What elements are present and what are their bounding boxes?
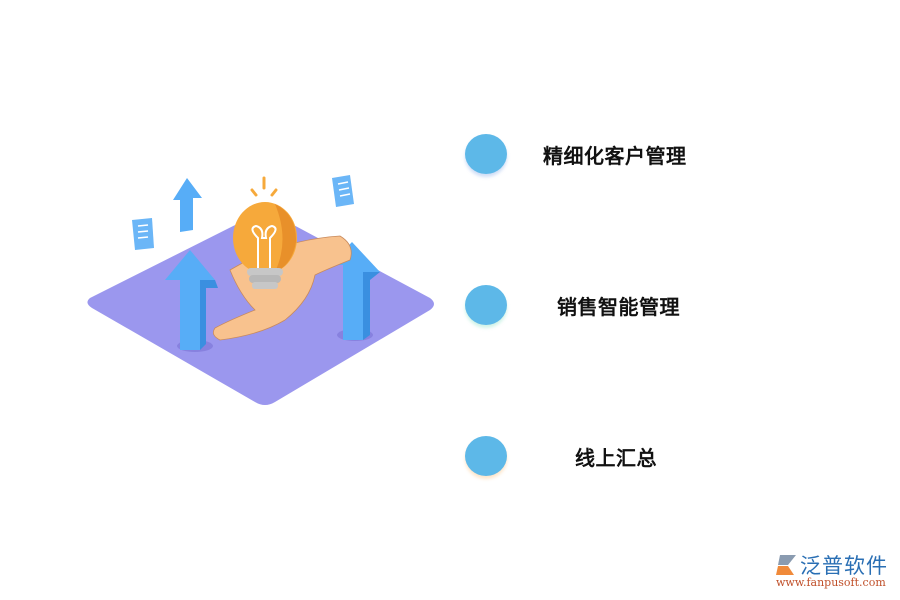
feature-item-2: 销售智能管理 bbox=[465, 285, 885, 329]
feature-item-1: 精细化客户管理 bbox=[465, 134, 885, 178]
document-icon-left bbox=[132, 218, 154, 250]
brand-name: 泛普软件 bbox=[800, 554, 888, 578]
feature-label: 销售智能管理 bbox=[557, 295, 680, 319]
bullet-circle-icon bbox=[465, 436, 507, 476]
feature-label: 精细化客户管理 bbox=[543, 144, 687, 168]
lightbulb-icon bbox=[233, 176, 297, 289]
bullet-circle-icon bbox=[465, 134, 507, 174]
arrow-up-icon-left bbox=[165, 250, 218, 350]
feature-label: 线上汇总 bbox=[575, 446, 657, 470]
arrow-up-icon-small bbox=[173, 178, 202, 232]
document-icon-right bbox=[332, 175, 354, 207]
illustration-idea-growth bbox=[80, 170, 440, 420]
brand-logo-icon bbox=[776, 555, 796, 575]
arrow-up-icon-right bbox=[330, 242, 380, 340]
brand-logo: 泛普软件 www.fanpusoft.com bbox=[768, 552, 893, 594]
bullet-circle-icon bbox=[465, 285, 507, 325]
brand-url: www.fanpusoft.com bbox=[776, 576, 886, 589]
feature-item-3: 线上汇总 bbox=[465, 436, 885, 480]
